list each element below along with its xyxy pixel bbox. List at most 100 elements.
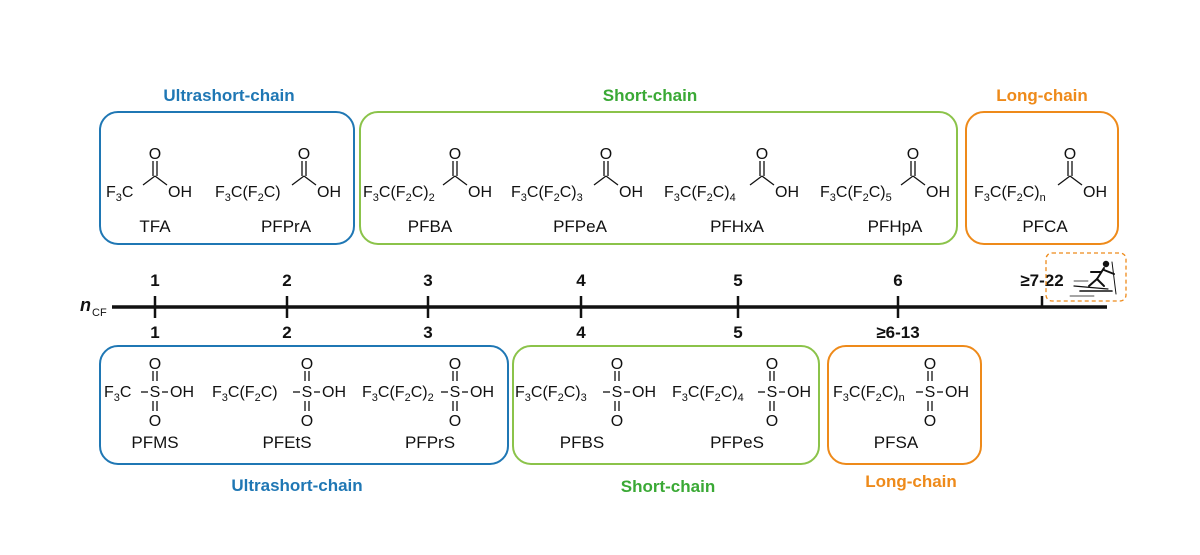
carboxylic-chain-formula: F3C(F2C)3: [511, 184, 583, 204]
top-tick-label: 3: [423, 271, 432, 290]
oxygen-atom: O: [149, 413, 161, 430]
sulfonic-acid-pfsa: F3C(F2C)n SO O OH PFSA: [833, 356, 969, 452]
sulfur-atom: S: [612, 384, 623, 401]
oxygen-atom: O: [1064, 146, 1076, 163]
hydroxyl-group: OH: [945, 384, 969, 401]
sulfonic-chain-formula: F3C(F2C)n: [833, 384, 905, 404]
compound-abbr: PFPrA: [261, 217, 312, 236]
oxygen-atom: O: [301, 356, 313, 373]
sulfur-atom: S: [450, 384, 461, 401]
carboxylic-chain-formula: F3C: [106, 184, 133, 204]
sulfonic-chain-formula: F3C: [104, 384, 131, 404]
oxygen-atom: O: [149, 356, 161, 373]
carboxylic-acid-pfpea: F3C(F2C)3 O OH PFPeA: [511, 146, 643, 236]
hydroxyl-group: OH: [317, 184, 341, 201]
sulfur-atom: S: [925, 384, 936, 401]
compound-abbr: PFPeA: [553, 217, 608, 236]
hydroxyl-group: OH: [787, 384, 811, 401]
top-short-label: Short-chain: [603, 86, 697, 105]
top-tick-label: ≥7-22: [1020, 271, 1063, 290]
bottom-short-box: [512, 345, 820, 465]
axis-label: n: [80, 295, 91, 315]
top-long-box: [965, 111, 1119, 245]
compound-abbr: PFPeS: [710, 433, 764, 452]
compound-abbr: PFBA: [408, 217, 453, 236]
oxygen-atom: O: [449, 413, 461, 430]
carboxylic-acid-pfba: F3C(F2C)2 O OH PFBA: [363, 146, 492, 236]
bottom-long-label: Long-chain: [865, 472, 957, 491]
sulfonic-chain-formula: F3C(F2C)2: [362, 384, 434, 404]
carboxylic-chain-formula: F3C(F2C)2: [363, 184, 435, 204]
sulfonic-chain-formula: F3C(F2C)4: [672, 384, 744, 404]
top-long-label: Long-chain: [996, 86, 1088, 105]
hydroxyl-group: OH: [322, 384, 346, 401]
oxygen-atom: O: [766, 356, 778, 373]
carboxylic-acid-pfca: F3C(F2C)n O OH PFCA: [974, 146, 1107, 236]
hydroxyl-group: OH: [168, 184, 192, 201]
oxygen-atom: O: [611, 413, 623, 430]
sulfonic-acid-pfets: F3C(F2C) SO O OH PFEtS: [212, 356, 346, 452]
top-tick-label: 4: [576, 271, 586, 290]
oxygen-atom: O: [924, 413, 936, 430]
skier-icon-frame: [1045, 252, 1127, 302]
bottom-tick-label: ≥6-13: [876, 323, 919, 342]
sulfur-atom: S: [302, 384, 313, 401]
sulfur-atom: S: [150, 384, 161, 401]
oxygen-atom: O: [611, 356, 623, 373]
hydroxyl-group: OH: [170, 384, 194, 401]
sulfonic-chain-formula: F3C(F2C)3: [515, 384, 587, 404]
sulfonic-acid-pfpes: F3C(F2C)4 SO O OH PFPeS: [672, 356, 811, 452]
bottom-long-box: [827, 345, 982, 465]
oxygen-atom: O: [756, 146, 768, 163]
hydroxyl-group: OH: [775, 184, 799, 201]
compound-abbr: TFA: [139, 217, 171, 236]
bottom-tick-label: 1: [150, 323, 159, 342]
bottom-ultrashort-box: [99, 345, 509, 465]
hydroxyl-group: OH: [619, 184, 643, 201]
oxygen-atom: O: [907, 146, 919, 163]
oxygen-atom: O: [766, 413, 778, 430]
compound-abbr: PFMS: [131, 433, 178, 452]
oxygen-atom: O: [600, 146, 612, 163]
oxygen-atom: O: [298, 146, 310, 163]
axis-label-sub: CF: [92, 307, 107, 319]
compound-abbr: PFCA: [1022, 217, 1068, 236]
hydroxyl-group: OH: [926, 184, 950, 201]
bottom-ultrashort-label: Ultrashort-chain: [231, 476, 362, 495]
oxygen-atom: O: [301, 413, 313, 430]
hydroxyl-group: OH: [468, 184, 492, 201]
oxygen-atom: O: [449, 356, 461, 373]
compound-abbr: PFHpA: [868, 217, 923, 236]
sulfonic-chain-formula: F3C(F2C): [212, 384, 278, 404]
bottom-tick-label: 3: [423, 323, 432, 342]
top-tick-label: 6: [893, 271, 902, 290]
compound-abbr: PFEtS: [262, 433, 311, 452]
compound-abbr: PFSA: [874, 433, 919, 452]
bottom-short-label: Short-chain: [621, 477, 715, 496]
compound-abbr: PFPrS: [405, 433, 455, 452]
carboxylic-acid-structures: F3COOHTFAF3C(F2C)OOHPFPrAF3C(F2C)2OOHPFB…: [106, 146, 1107, 236]
oxygen-atom: O: [924, 356, 936, 373]
top-tick-label: 1: [150, 271, 159, 290]
carboxylic-chain-formula: F3C(F2C)5: [820, 184, 892, 204]
sulfonic-acid-pfprs: F3C(F2C)2 SO O OH PFPrS: [362, 356, 494, 452]
hydroxyl-group: OH: [470, 384, 494, 401]
carboxylic-chain-formula: F3C(F2C)n: [974, 184, 1046, 204]
skier-icon: [1069, 260, 1117, 297]
bottom-tick-label: 5: [733, 323, 742, 342]
hydroxyl-group: OH: [1083, 184, 1107, 201]
oxygen-atom: O: [449, 146, 461, 163]
compound-abbr: PFHxA: [710, 217, 765, 236]
top-short-box: [359, 111, 958, 245]
top-ultrashort-box: [99, 111, 355, 245]
sulfur-atom: S: [767, 384, 778, 401]
top-tick-label: 5: [733, 271, 742, 290]
